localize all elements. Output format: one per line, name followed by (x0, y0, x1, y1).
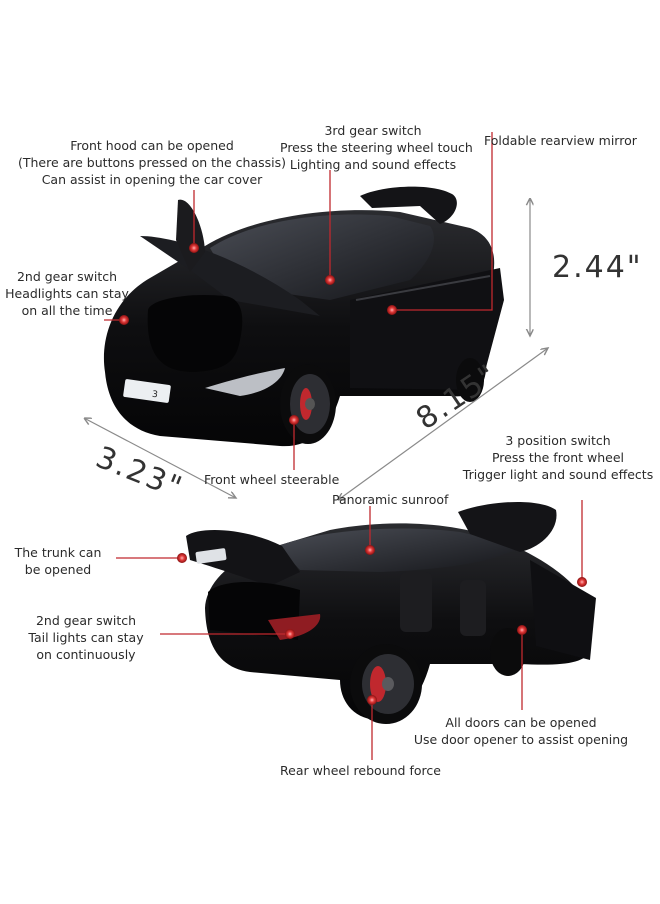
headlights-label: 2nd gear switch Headlights can stay on a… (4, 268, 130, 319)
sunroof-label: Panoramic sunroof (332, 492, 449, 507)
doors-label: All doors can be opened Use door opener … (396, 714, 646, 748)
rear-hatch (360, 186, 457, 224)
license-plate (123, 379, 171, 403)
position-switch-line-3: Trigger light and sound effects (462, 467, 654, 482)
front-door-open (530, 560, 596, 660)
front-hood-label: Front hood can be opened (There are butt… (14, 137, 290, 188)
frunk-opening (147, 294, 243, 372)
taillights-line-3: on continuously (36, 647, 136, 662)
bottom-callout-dots (177, 545, 587, 705)
headlights-line-2: Headlights can stay (5, 286, 129, 301)
panoramic-roof (278, 528, 520, 572)
gear3-line-1: 3rd gear switch (324, 123, 422, 138)
trunk-line-1: The trunk can (14, 545, 102, 560)
top-callout-dots (119, 243, 397, 425)
front-hood-line-3: Can assist in opening the car cover (41, 172, 263, 187)
gear3-line-3: Lighting and sound effects (289, 157, 457, 172)
height-dimension: 2.44" (552, 250, 643, 285)
headlights-line-3: on all the time (21, 303, 113, 318)
taillights-label: 2nd gear switch Tail lights can stay on … (14, 612, 158, 663)
rear-wheel-label: Rear wheel rebound force (280, 763, 441, 778)
bottom-car (186, 501, 596, 724)
car-body-rear (205, 523, 590, 721)
rear-wheel (350, 644, 422, 724)
dimension-arrows (84, 198, 548, 500)
doors-line-2: Use door opener to assist opening (413, 732, 629, 747)
doors-line-1: All doors can be opened (445, 715, 597, 730)
bottom-callouts (116, 500, 583, 760)
headlights-line-1: 2nd gear switch (16, 269, 118, 284)
position-switch-line-1: 3 position switch (505, 433, 611, 448)
taillights-line-1: 2nd gear switch (35, 613, 137, 628)
trunk-label: The trunk can be opened (6, 544, 110, 578)
open-trunk-lid (186, 530, 300, 586)
position-switch-line-2: Press the front wheel (491, 450, 625, 465)
front-wheel-label: Front wheel steerable (204, 472, 340, 487)
front-hood-line-1: Front hood can be opened (70, 138, 234, 153)
front-wheel (280, 364, 336, 444)
trunk-line-2: be opened (24, 562, 92, 577)
front-hood-line-2: (There are buttons pressed on the chassi… (17, 155, 287, 170)
taillights-line-2: Tail lights can stay (28, 630, 144, 645)
gear3-line-2: Press the steering wheel touch (280, 140, 473, 155)
falcon-door (458, 501, 557, 552)
mirror-label: Foldable rearview mirror (484, 133, 637, 148)
gear3-label: 3rd gear switch Press the steering wheel… (280, 122, 473, 173)
position-switch-label: 3 position switch Press the front wheel … (458, 432, 658, 483)
